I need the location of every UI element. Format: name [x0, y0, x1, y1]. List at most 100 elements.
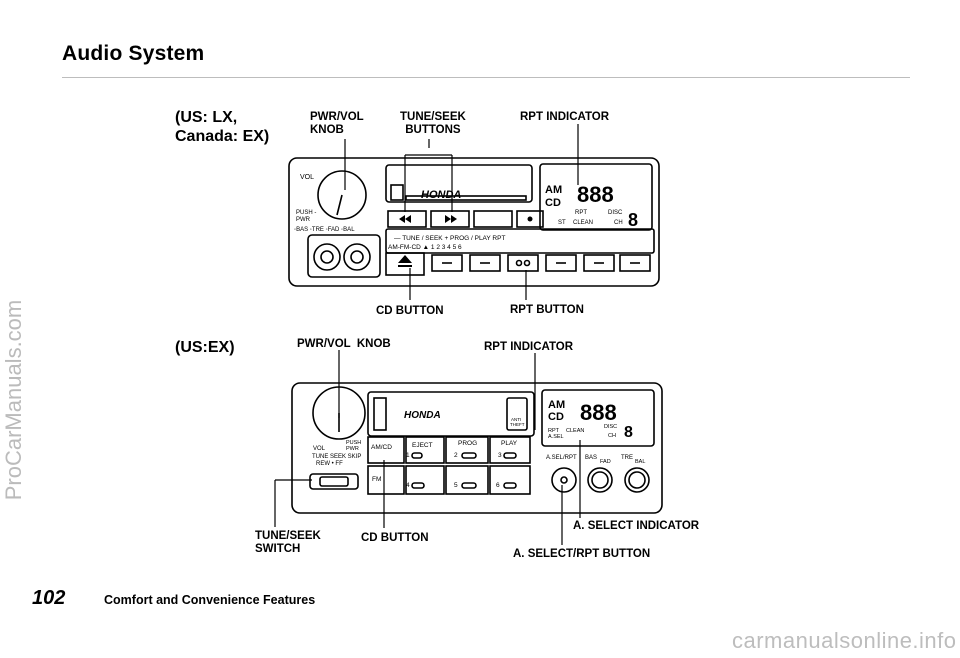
label-tune-seek-buttons: TUNE/SEEK BUTTONS: [400, 111, 466, 136]
tune-seek-switch[interactable]: [309, 473, 359, 490]
model-label-1: (US: LX, Canada: EX): [175, 109, 270, 145]
preset-4-button[interactable]: [545, 254, 577, 272]
svg-text:ANTI: ANTI: [511, 417, 521, 422]
svg-text:AM: AM: [548, 399, 565, 411]
svg-text:3: 3: [498, 452, 502, 459]
svg-text:2: 2: [454, 452, 458, 459]
svg-text:VOL: VOL: [313, 446, 326, 452]
eject-preset-1-button[interactable]: [405, 436, 445, 464]
svg-text:RPT: RPT: [548, 428, 560, 434]
prog-preset-2-button[interactable]: [445, 436, 489, 464]
rpt-button[interactable]: [507, 254, 539, 272]
honda-logo-1: HONDA: [421, 189, 461, 201]
label-pwr-vol-knob-2: PWR/VOL KNOB: [297, 338, 391, 350]
bass-treble-knob-1[interactable]: [313, 243, 341, 271]
preset-1-button[interactable]: [431, 254, 463, 272]
svg-text:5: 5: [454, 482, 458, 489]
svg-text:DISC: DISC: [608, 210, 623, 216]
svg-text:1: 1: [406, 452, 410, 459]
tune-seek-up-button[interactable]: [430, 210, 470, 228]
tune-seek-down-button[interactable]: [387, 210, 427, 228]
push-pwr-text-1: PUSH -: [296, 210, 316, 216]
label-a-select-rpt-button: A. SELECT/RPT BUTTON: [513, 548, 651, 560]
display-digits-1: 888: [577, 182, 614, 207]
label-rpt-button: RPT BUTTON: [510, 304, 584, 316]
svg-text:4: 4: [406, 482, 410, 489]
label-tune-seek-switch: TUNE/SEEK SWITCH: [255, 530, 321, 555]
svg-text:PWR: PWR: [346, 446, 359, 452]
svg-text:THEFT: THEFT: [510, 422, 525, 427]
preset-5-button-2[interactable]: [445, 465, 489, 495]
model-label-2: (US:EX): [175, 339, 235, 356]
tune-bar-text-1: — TUNE / SEEK + PROG / PLAY RPT: [394, 235, 505, 242]
prog-play-button[interactable]: [473, 210, 513, 228]
svg-text:8: 8: [624, 424, 633, 441]
svg-text:A.SEL/RPT: A.SEL/RPT: [546, 455, 577, 461]
play-preset-3-button[interactable]: [489, 436, 531, 464]
am-cd-button[interactable]: [367, 436, 405, 464]
leader-lines: [274, 124, 581, 545]
label-cd-button-2: CD BUTTON: [361, 532, 429, 544]
cassette-slot-1[interactable]: [385, 164, 533, 203]
rpt-button-top[interactable]: [516, 210, 544, 228]
title-rule: [62, 77, 910, 78]
display-2: [541, 389, 655, 447]
svg-text:CH: CH: [608, 433, 616, 439]
chapter-title: Comfort and Convenience Features: [104, 593, 316, 607]
bass-fader-knob-2[interactable]: [587, 467, 613, 493]
svg-text:PUSH: PUSH: [346, 440, 361, 446]
radio-unit-1: [288, 157, 660, 287]
knob-row-text-1: ◦BAS ◦TRE ◦FAD ◦BAL: [294, 227, 355, 233]
label-rpt-indicator-2: RPT INDICATOR: [484, 341, 574, 353]
svg-text:EJECT: EJECT: [412, 442, 433, 449]
label-a-select-indicator: A. SELECT INDICATOR: [573, 520, 700, 532]
fader-balance-knob-1[interactable]: [343, 243, 371, 271]
page-title: Audio System: [62, 42, 205, 65]
a-select-rpt-button[interactable]: [551, 467, 577, 493]
svg-text:CLEAN: CLEAN: [566, 428, 584, 434]
preset-5-button[interactable]: [583, 254, 615, 272]
svg-text:AM/CD: AM/CD: [371, 444, 392, 451]
preset-bar-text-1: AM-FM-CD ▲ 1 2 3 4 5 6: [388, 244, 462, 251]
svg-text:BAL: BAL: [635, 459, 645, 465]
svg-text:TRE: TRE: [621, 455, 633, 461]
display-cd-1: CD: [545, 197, 561, 209]
svg-text:PROG: PROG: [458, 440, 477, 447]
preset-4-button-2[interactable]: [405, 465, 445, 495]
preset-6-button-2[interactable]: [489, 465, 531, 495]
cd-button-1[interactable]: [385, 252, 425, 276]
cassette-slot-2[interactable]: [367, 391, 535, 437]
display-1: [539, 163, 653, 231]
display-ch-digit-1: 8: [628, 210, 638, 230]
display-am-1: AM: [545, 184, 562, 196]
display-digits-2: 888: [580, 400, 617, 425]
preset-2-button[interactable]: [469, 254, 501, 272]
label-pwr-vol-knob-1: PWR/VOL KNOB: [310, 111, 364, 136]
treble-balance-knob-2[interactable]: [624, 467, 650, 493]
tune-seek-skip-text: TUNE SEEK SKIP: [312, 454, 361, 460]
svg-text:ST: ST: [558, 220, 566, 226]
svg-text:PWR: PWR: [296, 217, 311, 223]
svg-text:REW • FF: REW • FF: [316, 461, 343, 467]
svg-text:DISC: DISC: [604, 424, 617, 430]
svg-text:CH: CH: [614, 220, 623, 226]
fm-button[interactable]: [367, 465, 405, 495]
vol-text-1: VOL: [300, 174, 314, 181]
page-number: 102: [32, 587, 66, 609]
svg-text:CLEAN: CLEAN: [573, 220, 593, 226]
svg-text:RPT: RPT: [575, 210, 587, 216]
svg-text:BAS: BAS: [585, 455, 597, 461]
preset-6-button[interactable]: [619, 254, 651, 272]
bottom-watermark: carmanualsonline.info: [732, 628, 957, 653]
svg-text:PLAY: PLAY: [501, 440, 518, 447]
svg-text:6: 6: [496, 482, 500, 489]
svg-text:FM: FM: [372, 476, 381, 483]
svg-text:CD: CD: [548, 411, 564, 423]
svg-text:A.SEL: A.SEL: [548, 434, 564, 440]
svg-text:FAD: FAD: [600, 459, 611, 465]
honda-logo-2: HONDA: [404, 410, 441, 421]
label-cd-button-1: CD BUTTON: [376, 305, 444, 317]
label-rpt-indicator-1: RPT INDICATOR: [520, 111, 610, 123]
pwr-vol-knob-1[interactable]: [317, 170, 367, 220]
